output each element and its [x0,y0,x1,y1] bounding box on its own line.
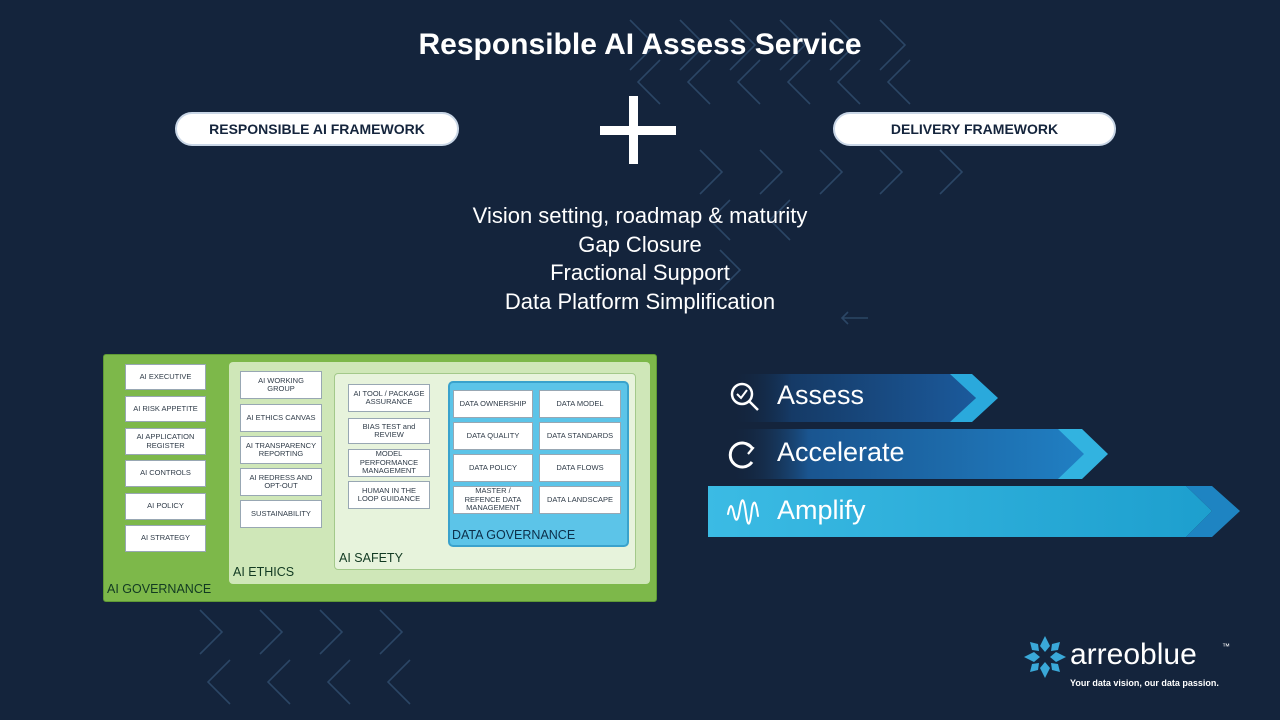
governance-item: AI STRATEGY [125,525,206,552]
ethics-item: AI TRANSPARENCY REPORTING [240,436,322,464]
arreoblue-wordmark: arreoblue [1070,638,1197,671]
service-item: Gap Closure [578,231,702,257]
data-governance-item: DATA MODEL [539,390,621,418]
trademark-symbol: ™ [1222,642,1230,651]
accelerate-chevron [1058,429,1108,479]
ethics-item: AI ETHICS CANVAS [240,404,322,432]
safety-item: BIAS TEST and REVIEW [348,418,430,444]
stage-label-amplify: Amplify [777,495,866,525]
responsible-ai-framework-pill: RESPONSIBLE AI FRAMEWORK [175,112,459,146]
delivery-framework-pill: DELIVERY FRAMEWORK [833,112,1116,146]
refresh-arc-icon [728,441,755,469]
safety-item: AI TOOL / PACKAGE ASSURANCE [348,384,430,412]
ethics-item: SUSTAINABILITY [240,500,322,528]
stage-label-assess: Assess [777,380,865,410]
data-governance-item: DATA OWNERSHIP [453,390,533,418]
safety-item: MODEL PERFORMANCE MANAGEMENT [348,449,430,477]
service-item: Fractional Support [550,260,730,285]
data-governance-item: DATA LANDSCAPE [539,486,621,514]
governance-item: AI RISK APPETITE [125,396,206,422]
service-item: Vision setting, roadmap & maturity [472,203,808,228]
ai-governance-label: AI GOVERNANCE [107,582,212,596]
assess-arrow [730,374,976,422]
ethics-item: AI WORKING GROUP [240,371,322,399]
data-governance-item: DATA POLICY [453,454,533,482]
ai-safety-label: AI SAFETY [339,551,403,565]
arreoblue-logo-icon [1024,636,1066,678]
ai-ethics-label: AI ETHICS [233,565,295,579]
logo-tagline: Your data vision, our data passion. [1070,678,1219,688]
ethics-item: AI REDRESS AND OPT-OUT [240,468,322,496]
data-governance-item: DATA QUALITY [453,422,533,450]
safety-item: HUMAN IN THE LOOP GUIDANCE [348,481,430,509]
amplify-arrow [708,486,1212,537]
amplify-chevron [1186,486,1240,537]
data-governance-item: DATA STANDARDS [539,422,621,450]
stage-label-accelerate: Accelerate [777,437,905,467]
governance-item: AI CONTROLS [125,460,206,487]
page-title: Responsible AI Assess Service [418,28,862,61]
accelerate-arrow [730,429,1088,479]
service-item: Data Platform Simplification [504,288,776,314]
sound-wave-icon [727,499,759,525]
plus-sign-horizontal [600,126,676,135]
data-governance-label: DATA GOVERNANCE [452,528,576,542]
magnifier-check-icon [730,382,759,411]
governance-item: AI APPLICATION REGISTER [125,428,206,455]
data-governance-item: DATA FLOWS [539,454,621,482]
plus-sign-vertical [629,96,638,164]
governance-item: AI POLICY [125,493,206,520]
assess-chevron [950,374,998,422]
data-governance-item: MASTER / REFENCE DATA MANAGEMENT [453,486,533,514]
stage-arrows [708,374,1240,537]
governance-item: AI EXECUTIVE [125,364,206,390]
